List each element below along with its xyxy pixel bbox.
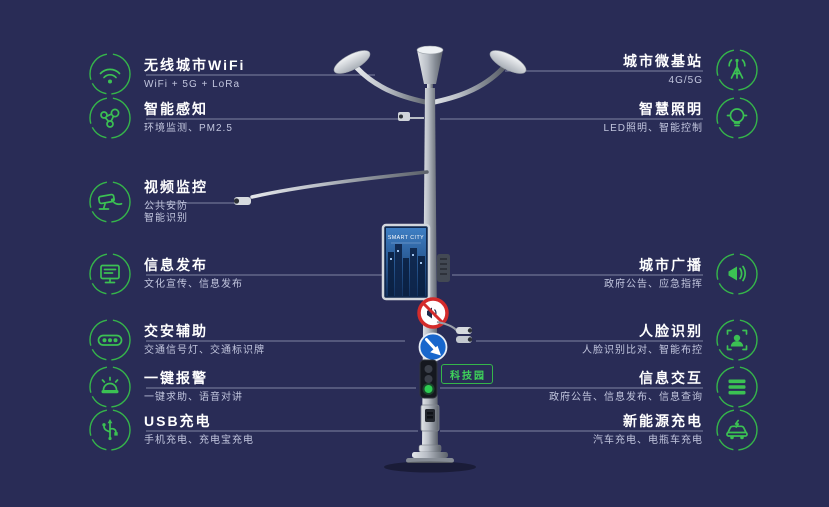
pole: SMART CITY (233, 45, 527, 473)
feature-sos: 一键报警 一键求助、语音对讲 (88, 365, 243, 409)
feature-title: 一键报警 (144, 369, 208, 386)
feature-usb-charging: USB充电 手机充电、充电宝充电 (88, 408, 254, 452)
feature-info-publish: 信息发布 文化宣传、信息发布 (88, 252, 243, 296)
feature-title: 信息发布 (144, 256, 208, 273)
feature-subtitle: 交通信号灯、交通标识牌 (144, 344, 265, 356)
feature-micro-basestation: 城市微基站 4G/5G (623, 48, 759, 92)
screen-icon (88, 252, 132, 296)
lamp-arm-right (427, 65, 506, 106)
feature-face-recognition: 人脸识别 人脸识别比对、智能布控 (582, 318, 759, 362)
tech-park-tag: 科技园 (441, 364, 493, 384)
arrow-sign (418, 332, 448, 362)
lamp-right (489, 50, 527, 74)
face-cameras (436, 321, 473, 343)
feature-title: USB充电 (144, 412, 212, 429)
feature-subtitle: 人脸识别比对、智能布控 (582, 344, 703, 356)
traffic-icon (88, 318, 132, 362)
feature-subtitle: LED照明、智能控制 (603, 122, 703, 134)
feature-title: 智慧照明 (639, 100, 703, 117)
feature-subtitle: WiFi + 5G + LoRa (144, 78, 241, 90)
wifi-icon (88, 52, 132, 96)
feature-title: 无线城市WiFi (144, 56, 246, 73)
feature-video-surveillance: 视频监控 公共安防 智能识别 (88, 180, 208, 224)
interact-icon (715, 365, 759, 409)
environment-sensor (398, 112, 424, 121)
feature-wifi: 无线城市WiFi WiFi + 5G + LoRa (88, 52, 245, 96)
ev-icon (715, 408, 759, 452)
face-icon (715, 318, 759, 362)
feature-subtitle: 政府公告、信息发布、信息查询 (549, 391, 703, 403)
feature-title: 城市微基站 (623, 52, 703, 69)
bulb-icon (715, 96, 759, 140)
screen-title: SMART CITY (388, 235, 424, 241)
lamp-arm-left (354, 65, 433, 106)
lamp-left (333, 50, 371, 74)
feature-title: 视频监控 (144, 178, 208, 195)
feature-title: 交安辅助 (144, 322, 208, 339)
feature-info-interaction: 信息交互 政府公告、信息发布、信息查询 (549, 365, 759, 409)
cctv-camera (233, 197, 251, 205)
feature-subtitle: 一键求助、语音对讲 (144, 391, 243, 403)
pole-base (384, 444, 476, 473)
feature-subtitle: 汽车充电、电瓶车充电 (593, 434, 703, 446)
lamp-top (417, 50, 443, 84)
connector-lines (146, 70, 703, 432)
feature-traffic-aid: 交安辅助 交通信号灯、交通标识牌 (88, 318, 265, 362)
info-screen: SMART CITY (381, 223, 431, 301)
feature-title: 信息交互 (639, 369, 703, 386)
feature-subtitle: 文化宣传、信息发布 (144, 278, 243, 290)
cctv-icon (88, 180, 132, 224)
feature-title: 城市广播 (639, 256, 703, 273)
feature-title: 人脸识别 (639, 322, 703, 339)
feature-subtitle: 手机充电、充电宝充电 (144, 434, 254, 446)
speaker-icon (715, 252, 759, 296)
feature-ev-charging: 新能源充电 汽车充电、电瓶车充电 (593, 408, 759, 452)
broadcast-speaker (437, 254, 450, 282)
feature-city-broadcast: 城市广播 政府公告、应急指挥 (604, 252, 759, 296)
no-horn-sign (417, 297, 449, 329)
feature-title: 智能感知 (144, 100, 208, 117)
charging-box (420, 404, 440, 432)
antenna-icon (715, 48, 759, 92)
feature-title: 新能源充电 (623, 412, 703, 429)
feature-subtitle: 环境监测、PM2.5 (144, 122, 233, 134)
sensor-icon (88, 96, 132, 140)
alarm-icon (88, 365, 132, 409)
traffic-signal (419, 359, 438, 399)
feature-subtitle: 政府公告、应急指挥 (604, 278, 703, 290)
usb-icon (88, 408, 132, 452)
feature-smart-lighting: 智慧照明 LED照明、智能控制 (604, 96, 759, 140)
feature-subtitle: 公共安防 智能识别 (144, 200, 188, 224)
feature-subtitle: 4G/5G (668, 74, 703, 86)
feature-sensing: 智能感知 环境监测、PM2.5 (88, 96, 233, 140)
camera-arm (250, 170, 429, 199)
